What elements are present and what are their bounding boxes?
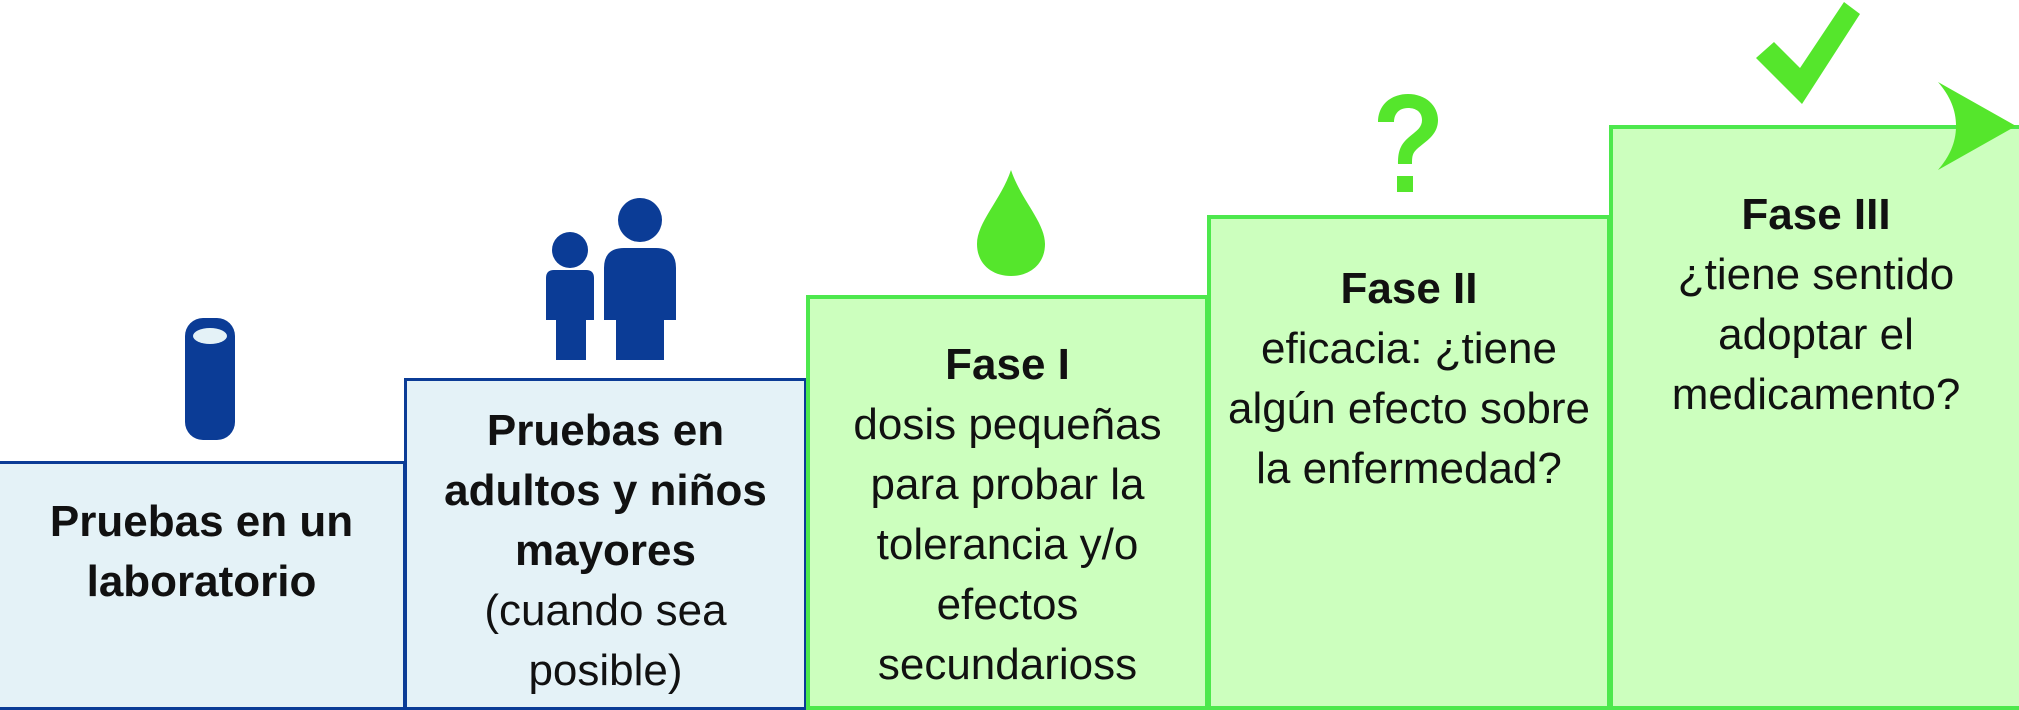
step-phase-3-title: Fase III xyxy=(1741,190,1891,239)
step-laboratory-title: Pruebas en un laboratorio xyxy=(49,497,354,606)
step-phase-3: Fase III ¿tiene sentido adoptar el medic… xyxy=(1609,125,2019,710)
step-adults-children: Pruebas en adultos y niños mayores (cuan… xyxy=(404,378,807,710)
question-mark-icon xyxy=(1378,94,1438,192)
step-phase-1: Fase I dosis pequeñas para probar la tol… xyxy=(806,295,1209,710)
step-adults-children-body: (cuando sea posible) xyxy=(484,586,727,695)
step-phase-2: Fase II eficacia: ¿tiene algún efecto so… xyxy=(1207,215,1611,710)
step-adults-children-title: Pruebas en adultos y niños mayores xyxy=(444,406,767,575)
step-phase-3-body: ¿tiene sentido adoptar el medicamento? xyxy=(1671,250,1961,419)
step-laboratory: Pruebas en un laboratorio xyxy=(0,461,405,710)
step-phase-1-title: Fase I xyxy=(945,340,1070,389)
step-phase-2-title: Fase II xyxy=(1340,264,1478,313)
test-tube-icon xyxy=(185,318,235,440)
drop-icon xyxy=(977,170,1045,276)
step-phase-2-body: eficacia: ¿tiene algún efecto sobre la e… xyxy=(1227,324,1591,493)
step-phase-1-body: dosis pequeñas para probar la tolerancia… xyxy=(853,400,1162,689)
check-mark-icon xyxy=(1756,2,1860,104)
arrow-right-icon xyxy=(1938,82,2016,170)
adult-and-child-icon xyxy=(546,198,676,360)
